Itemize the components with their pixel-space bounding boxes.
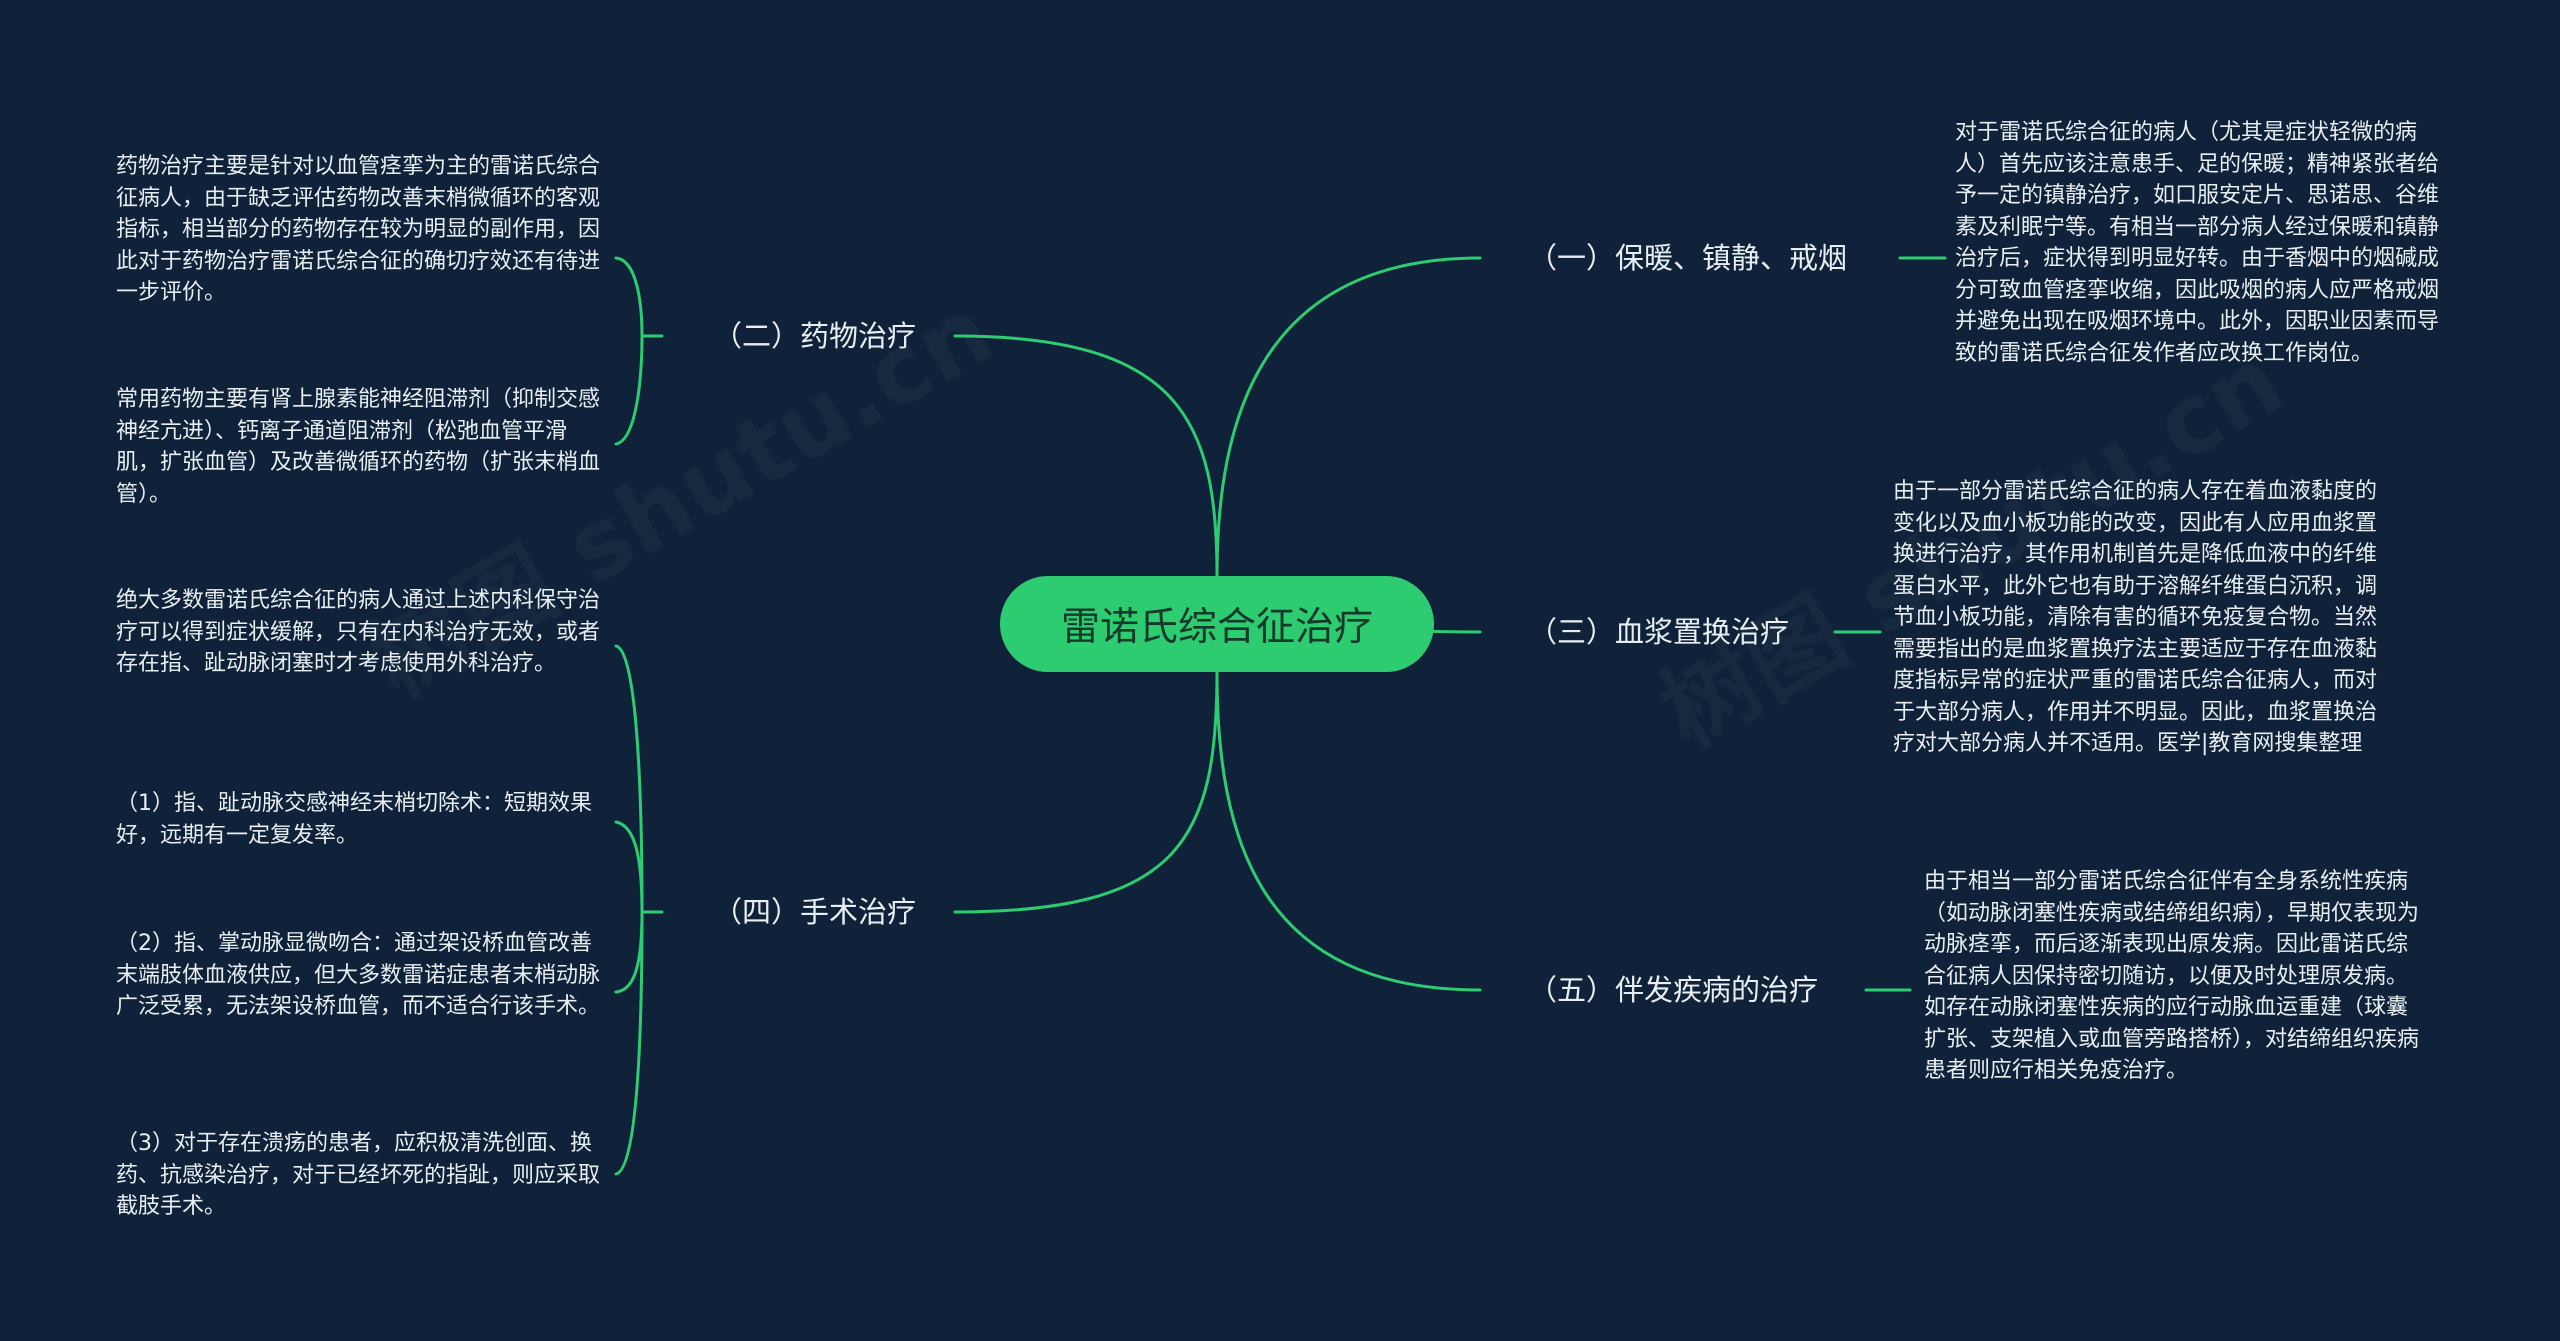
leaf-b4-1: 绝大多数雷诺氏综合征的病人通过上述内科保守治疗可以得到症状缓解，只有在内科治疗无…: [116, 588, 601, 676]
leaf-b4-4: （3）对于存在溃疡的患者，应积极清洗创面、换药、抗感染治疗，对于已经坏死的指趾，…: [116, 1131, 601, 1219]
link-root-b5: [1215, 670, 1482, 992]
link-b2-leaf1: [614, 256, 644, 338]
branch-b3-plasma-exchange[interactable]: （三）血浆置换治疗: [1528, 615, 1790, 649]
branch-b4-surgery[interactable]: （四）手术治疗: [713, 895, 917, 929]
link-root-b1: [1215, 256, 1482, 578]
link-b4-leaf1: [614, 644, 644, 914]
root-topic[interactable]: 雷诺氏综合征治疗: [1000, 576, 1434, 672]
leaf-b5-1: 由于相当一部分雷诺氏综合征伴有全身系统性疾病（如动脉闭塞性疾病或结缔组织病），早…: [1924, 869, 2420, 1083]
link-b4-leaf2: [614, 820, 644, 914]
leaf-b4-2: （1）指、趾动脉交感神经末梢切除术：短期效果好，远期有一定复发率。: [116, 791, 592, 848]
leaf-b2-2: 常用药物主要有肾上腺素能神经阻滞剂（抑制交感神经亢进）、钙离子通道阻滞剂（松弛血…: [116, 387, 601, 507]
leaf-b2-1: 药物治疗主要是针对以血管痉挛为主的雷诺氏综合征病人，由于缺乏评估药物改善末梢微循…: [116, 154, 601, 305]
leaf-b1-1: 对于雷诺氏综合征的病人（尤其是症状轻微的病人）首先应该注意患手、足的保暖；精神紧…: [1955, 120, 2440, 366]
leaf-b3-1: 由于一部分雷诺氏综合征的病人存在着血液黏度的变化以及血小板功能的改变，因此有人应…: [1893, 479, 2378, 756]
link-root-b4: [953, 670, 1219, 914]
link-b4-leaf3: [614, 910, 644, 994]
branch-b2-drug-therapy[interactable]: （二）药物治疗: [713, 319, 917, 353]
link-b2-leaf2: [614, 334, 644, 446]
link-b4-leaf4: [614, 910, 644, 1176]
branch-b5-comorbidity-treatment[interactable]: （五）伴发疾病的治疗: [1528, 973, 1819, 1007]
link-root-b2: [953, 334, 1219, 578]
branch-b1-warmth-sedation-smoking[interactable]: （一）保暖、镇静、戒烟: [1528, 241, 1848, 275]
leaf-b4-3: （2）指、掌动脉显微吻合：通过架设桥血管改善末端肢体血液供应，但大多数雷诺症患者…: [116, 931, 601, 1019]
